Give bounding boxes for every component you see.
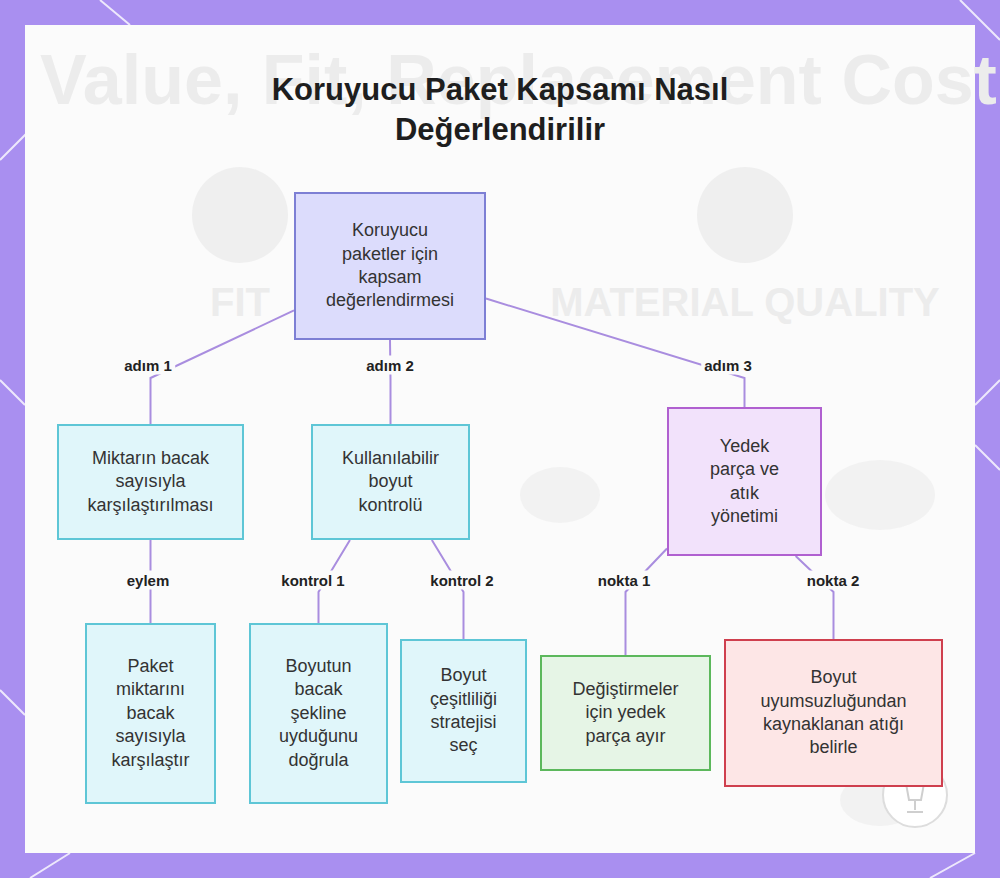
edge-label: kontrol 1 bbox=[278, 571, 347, 590]
box-text: Boyut çeşitliliği stratejisi seç bbox=[415, 664, 513, 758]
process-box: Boyutun bacak şekline uyduğunu doğrula bbox=[249, 623, 388, 804]
process-box: Boyut çeşitliliği stratejisi seç bbox=[400, 639, 527, 783]
box-text: Paket miktarını bacak sayısıyla karşılaş… bbox=[101, 655, 201, 772]
box-text: Kullanılabilir boyut kontrolü bbox=[336, 447, 446, 517]
edge-label: eylem bbox=[124, 571, 173, 590]
box-text: Yedek parça ve atık yönetimi bbox=[701, 435, 789, 529]
box-text: Değiştirmeler için yedek parça ayır bbox=[564, 678, 688, 748]
edge-label: kontrol 2 bbox=[427, 571, 496, 590]
box-text: Miktarın bacak sayısıyla karşılaştırılma… bbox=[76, 447, 226, 517]
process-box: Değiştirmeler için yedek parça ayır bbox=[540, 655, 711, 771]
box-text: Koruyucu paketler için kapsam değerlendi… bbox=[322, 219, 458, 313]
process-box: Boyut uyumsuzluğundan kaynaklanan atığı … bbox=[724, 639, 943, 787]
edge-label: adım 2 bbox=[363, 356, 417, 375]
process-box: Miktarın bacak sayısıyla karşılaştırılma… bbox=[57, 424, 244, 540]
connector-line bbox=[389, 340, 392, 424]
edge-label: adım 3 bbox=[701, 356, 755, 375]
process-box: Kullanılabilir boyut kontrolü bbox=[311, 424, 470, 540]
root-box: Koruyucu paketler için kapsam değerlendi… bbox=[294, 192, 486, 340]
process-box: Yedek parça ve atık yönetimi bbox=[667, 407, 822, 556]
watermark-text: MATERIAL QUALITY bbox=[545, 280, 945, 325]
edge-label: adım 1 bbox=[121, 356, 175, 375]
connector-line bbox=[796, 556, 834, 639]
diagram-title: Koruyucu Paket Kapsamı Nasıl Değerlendir… bbox=[230, 70, 770, 150]
connector-line bbox=[432, 540, 464, 639]
box-text: Boyut uyumsuzluğundan kaynaklanan atığı … bbox=[748, 666, 920, 760]
process-box: Paket miktarını bacak sayısıyla karşılaş… bbox=[85, 623, 216, 804]
connector-line bbox=[626, 549, 668, 655]
edge-label: nokta 1 bbox=[595, 571, 654, 590]
edge-label: nokta 2 bbox=[804, 571, 863, 590]
box-text: Boyutun bacak şekline uyduğunu doğrula bbox=[269, 655, 369, 772]
